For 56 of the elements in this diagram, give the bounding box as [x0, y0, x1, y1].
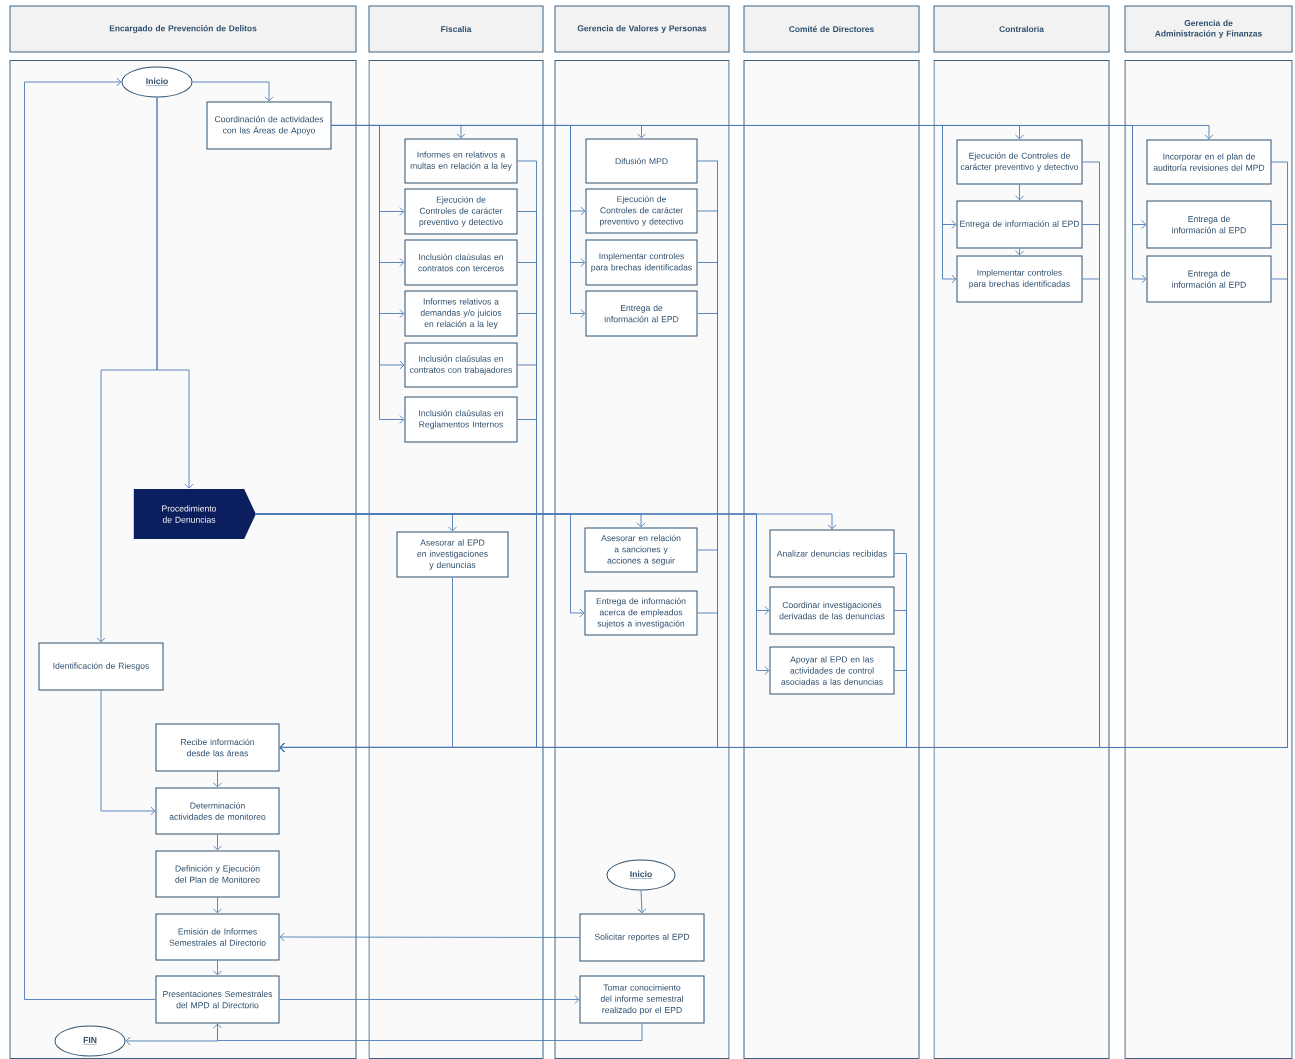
arrow — [100, 690, 156, 816]
process-box: Analizar denuncias recibidas — [769, 529, 895, 578]
process-pentagon: Procedimiento de Denuncias — [133, 489, 256, 539]
process-box: Entrega de información al EPD — [1146, 200, 1272, 249]
process-box: Coordinar investigaciones derivadas de las denuncias — [769, 586, 895, 635]
process-box: Emisión de Informes Semestrales al Directorio — [155, 913, 280, 961]
arrow — [213, 834, 222, 851]
arrow — [213, 960, 222, 976]
arrow — [125, 1023, 218, 1046]
arrow — [192, 81, 274, 102]
process-box: Ejecución de Controles de carácter preventivo y detectivo — [956, 139, 1083, 185]
arrow — [637, 890, 647, 914]
arrow — [255, 513, 770, 675]
process-box: Entrega de información al EPD — [956, 200, 1083, 249]
process-box: Solicitar reportes al EPD — [579, 913, 705, 962]
arrow — [331, 125, 1147, 284]
arrow — [279, 995, 580, 1004]
node-label: Gerencia de Administración y Finanzas — [1155, 19, 1262, 39]
process-box: Identificación de Riesgos — [38, 642, 164, 691]
arrow — [213, 1023, 643, 1041]
node-label: Gerencia de Valores y Personas — [577, 25, 707, 33]
process-box: Implementar controles para brechas identificadas — [956, 255, 1083, 303]
process-box: Inclusión claúsulas en Reglamentos Internos — [404, 396, 518, 443]
process-box: Presentaciones Semestrales del MPD al Directorio — [155, 975, 280, 1024]
arrow — [279, 932, 580, 942]
process-box: Implementar controles para brechas identificadas — [585, 239, 698, 286]
node-label: Encargado de Prevención de Delitos — [109, 25, 257, 33]
arrow — [279, 670, 907, 752]
process-box: Entrega de información acerca de empleados sujetos a investigación — [584, 590, 698, 636]
node-label: Contraloria — [999, 25, 1044, 33]
process-box: Ejecución de Controles de carácter preventivo y detectivo — [404, 188, 518, 235]
arrow — [1015, 184, 1024, 201]
process-box: Apoyar al EPD en las actividades de control asociadas a las denuncias — [769, 646, 895, 695]
node-label: Fiscalia — [441, 25, 472, 33]
process-box: Determinación actividades de monitoreo — [155, 787, 280, 835]
arrow — [96, 97, 158, 643]
arrow — [213, 771, 222, 788]
process-box: Definición y Ejecución del Plan de Monitoreo — [155, 850, 280, 898]
process-box: Tomar conocimiento del informe semestral realizado por el EPD — [579, 975, 705, 1024]
process-box: Informes relativos a demandas y/o juicios en relación a la ley — [404, 290, 518, 337]
process-box: Ejecución de Controles de carácter preventivo y detectivo — [585, 188, 698, 234]
arrow — [24, 77, 156, 1000]
process-box: Informes en relativos a multas en relación a la ley — [404, 138, 518, 184]
process-box: Inclusión claúsulas en contratos con terceros — [404, 239, 518, 286]
process-box: Difusión MPD — [585, 138, 698, 184]
process-box: Inclusión claúsulas en contratos con trabajadores — [404, 342, 518, 388]
node-label: Comité de Directores — [789, 25, 874, 33]
process-box: Recibe información desde las áreas — [155, 723, 280, 772]
arrow — [213, 897, 222, 914]
process-box: Incorporar en el plan de auditoría revisiones del MPD — [1146, 139, 1272, 185]
arrow — [1015, 248, 1024, 256]
process-box: Entrega de información al EPD — [1146, 255, 1272, 303]
process-box: Asesorar en relación a sanciones y acciones a seguir — [584, 527, 698, 573]
process-box: Asesorar al EPD en investigaciones y denuncias — [396, 531, 509, 578]
process-box: Coordinación de actividades con las Áreas de Apoyo — [206, 101, 332, 150]
process-box: Entrega de información al EPD — [585, 290, 698, 337]
